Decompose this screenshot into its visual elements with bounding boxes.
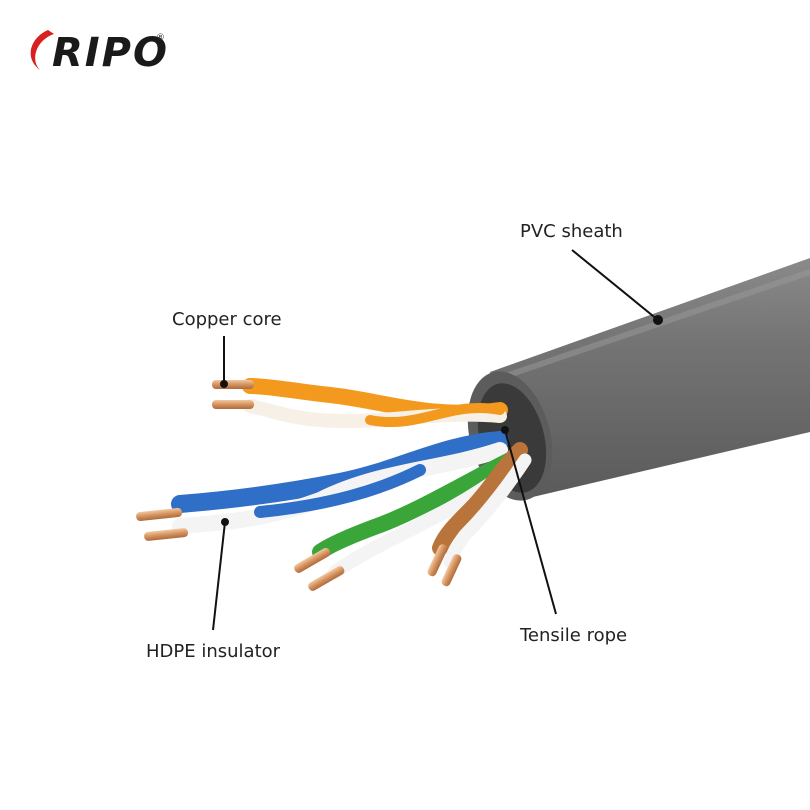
hdpe-insulator-label: HDPE insulator bbox=[146, 641, 281, 662]
orange-pair-wires bbox=[212, 380, 500, 422]
logo-swoosh-icon bbox=[31, 30, 54, 70]
hdpe-insulator-leader bbox=[213, 522, 225, 630]
registered-mark: ® bbox=[156, 33, 165, 43]
pvc-sheath-leader bbox=[572, 250, 658, 320]
copper-core-label: Copper core bbox=[172, 309, 282, 330]
brand-logo: RIPO ® bbox=[31, 30, 169, 76]
copper-core-leader-dot bbox=[221, 381, 227, 387]
tensile-rope-label: Tensile rope bbox=[519, 625, 627, 646]
pvc-sheath-leader-dot bbox=[654, 316, 662, 324]
hdpe-insulator-leader-dot bbox=[222, 519, 228, 525]
logo-text: RIPO bbox=[52, 30, 169, 76]
tensile-rope-leader-dot bbox=[502, 427, 508, 433]
pvc-sheath-label: PVC sheath bbox=[520, 221, 623, 242]
